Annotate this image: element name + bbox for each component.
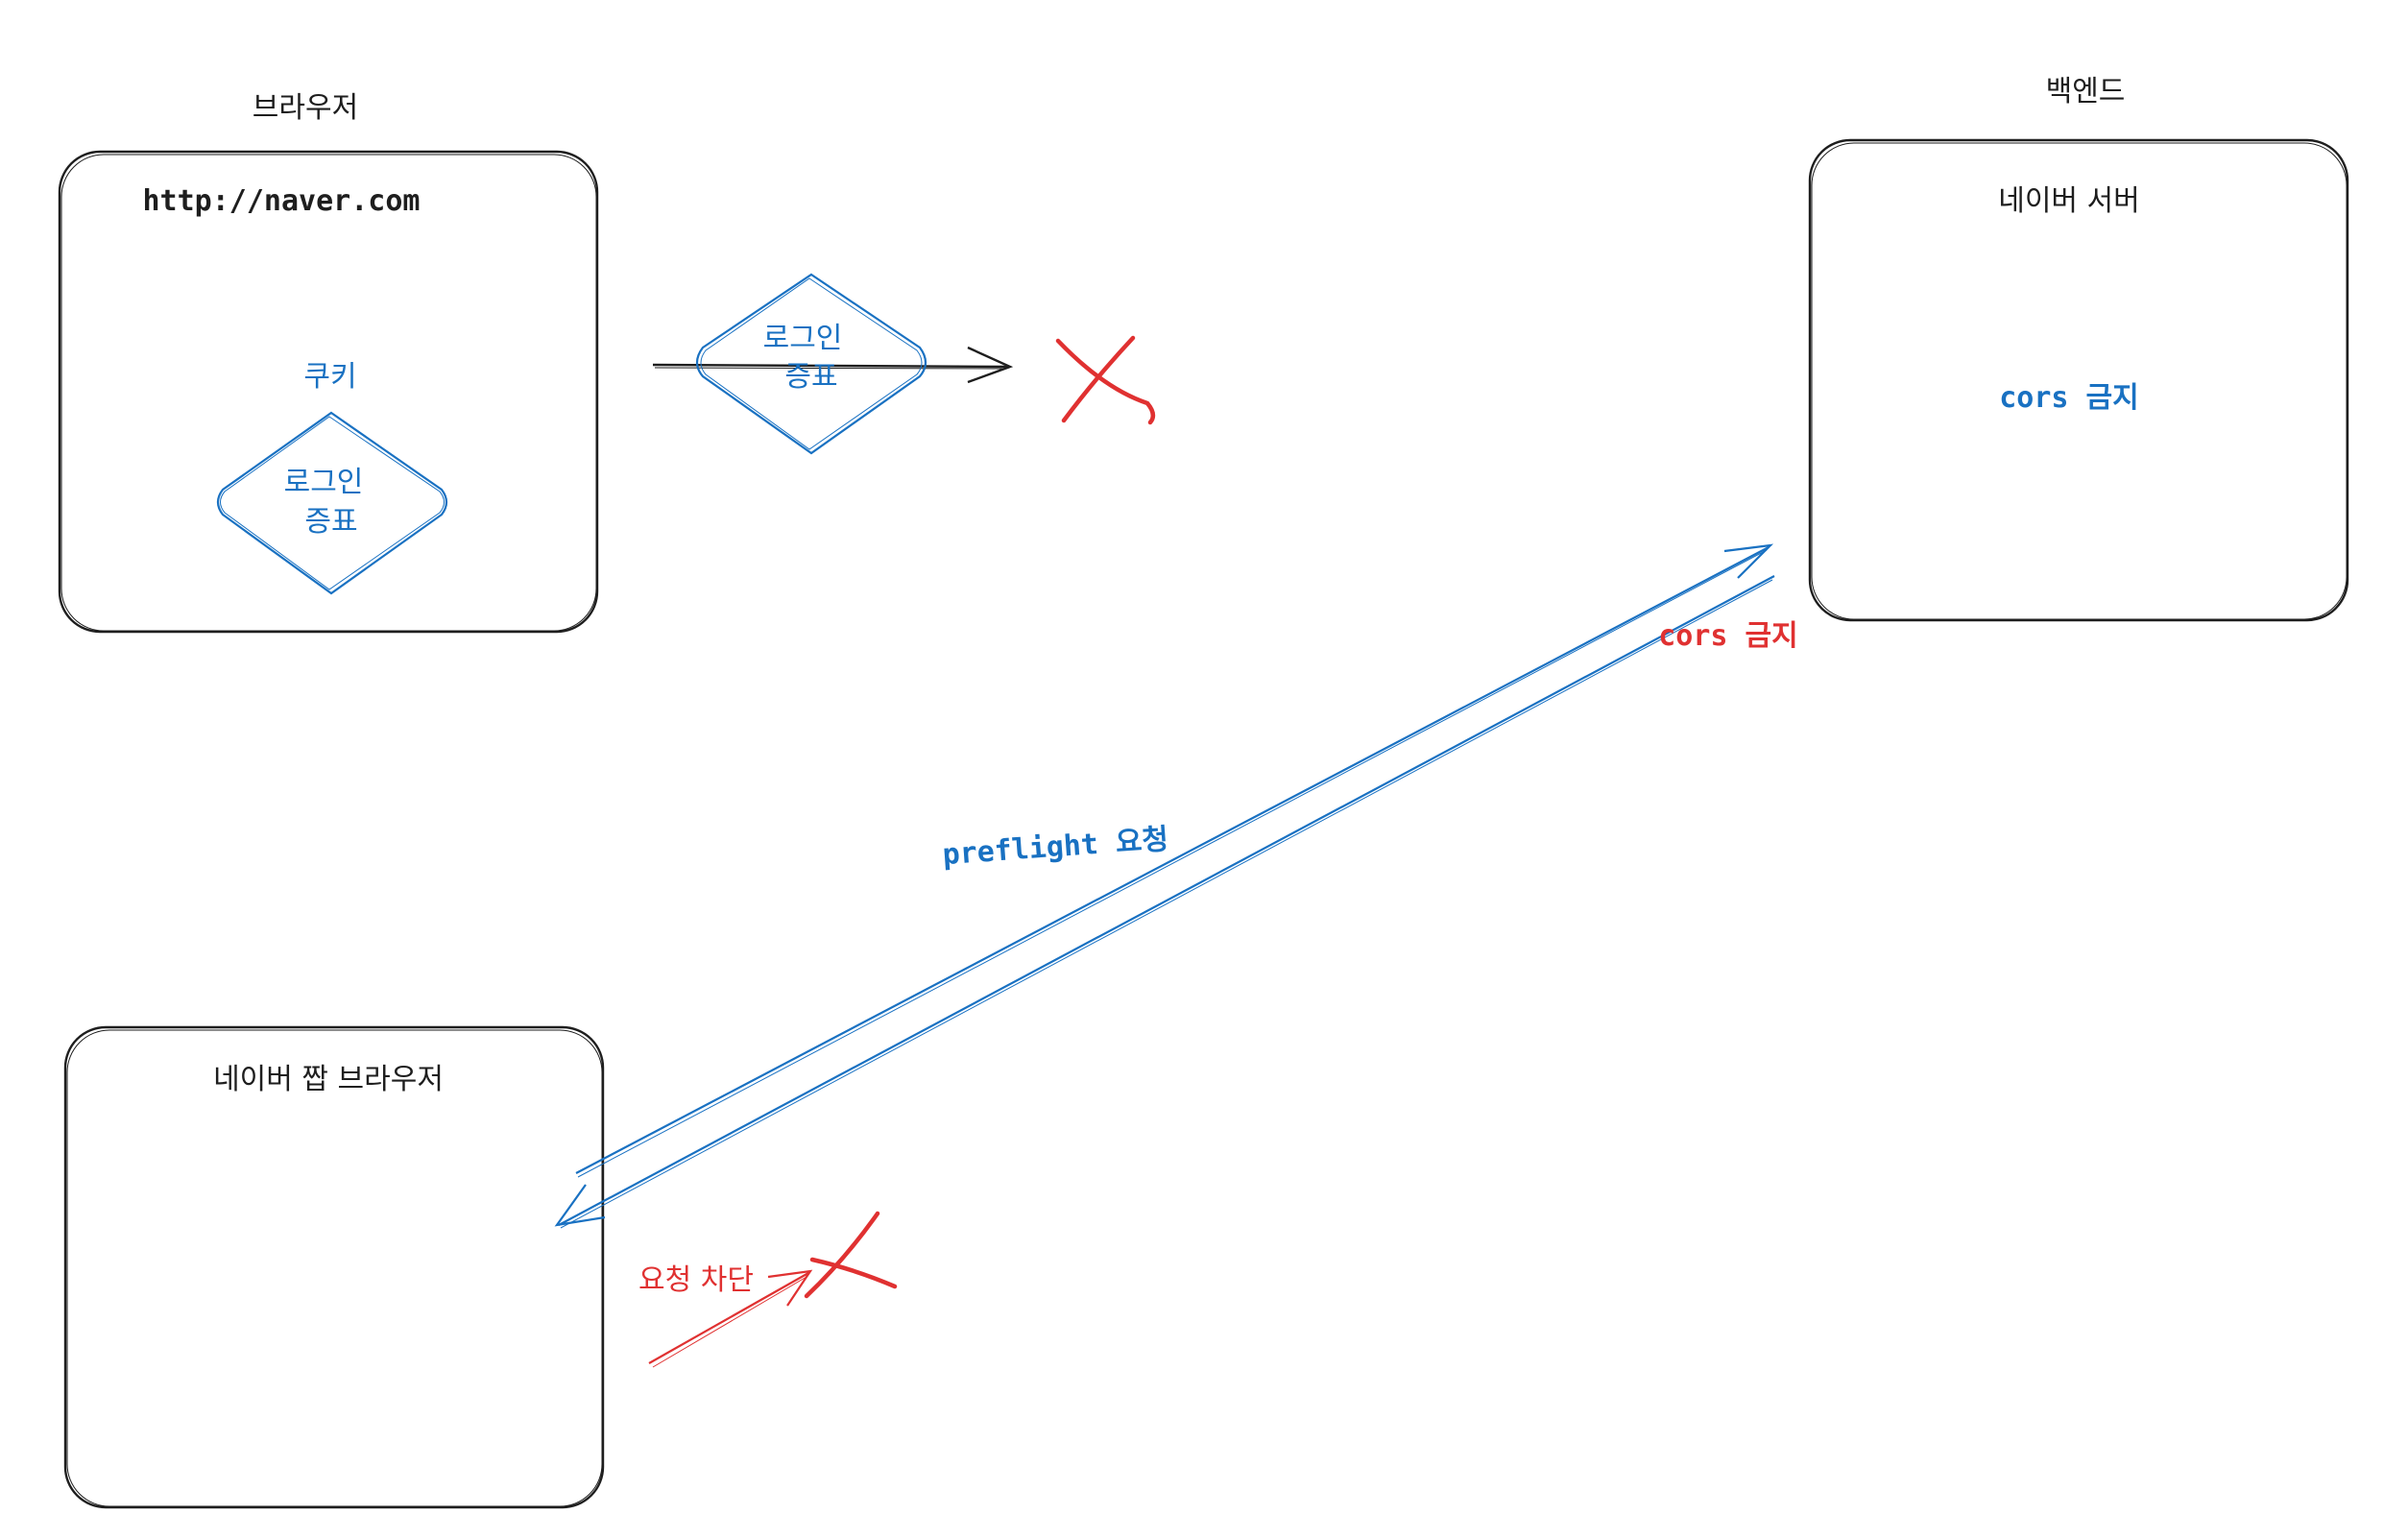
blocked-request-label: 요청 차단: [638, 1263, 754, 1297]
browser-url: http://naver.com: [143, 184, 421, 218]
blocked-request-x-icon: [804, 1211, 898, 1299]
credential-line1: 로그인: [284, 466, 364, 499]
cookie-label: 쿠키: [303, 360, 356, 394]
fake-browser-title: 네이버 짭 브라우저: [213, 1063, 444, 1096]
blocked-request-group: 요청 차단: [638, 1211, 898, 1368]
credential-diamond: 로그인 증표: [216, 411, 448, 595]
browser-box: [58, 150, 599, 634]
fake-browser-box: [63, 1025, 605, 1509]
preflight-arrow: preflight 요청: [575, 543, 1774, 1178]
send-arrow-head: [967, 346, 1014, 384]
server-name: 네이버 서버: [1998, 184, 2140, 218]
browser-title: 브라우저: [253, 91, 358, 125]
backend-box: [1808, 138, 2349, 622]
sent-credential-line2: 증표: [784, 360, 837, 394]
browser-node: 브라우저 http://naver.com 쿠키 로그인 증표: [58, 91, 599, 634]
cors-response-arrow: cors 금지: [554, 575, 1798, 1229]
sent-credential-line1: 로그인: [763, 322, 843, 355]
cors-response-label: cors 금지: [1658, 619, 1798, 653]
fake-browser-node: 네이버 짭 브라우저: [63, 1025, 605, 1509]
sent-credential-group: 로그인 증표: [652, 273, 1156, 455]
preflight-label: preflight 요청: [941, 823, 1169, 872]
server-cors-note: cors 금지: [1999, 381, 2139, 415]
send-arrow-line: [652, 363, 1009, 369]
blocked-x-icon: [1055, 335, 1156, 425]
backend-title: 백엔드: [2046, 75, 2126, 108]
credential-line2: 증표: [304, 505, 357, 539]
sent-credential-diamond: 로그인 증표: [695, 273, 927, 455]
backend-node: 백엔드 네이버 서버 cors 금지: [1808, 75, 2349, 622]
